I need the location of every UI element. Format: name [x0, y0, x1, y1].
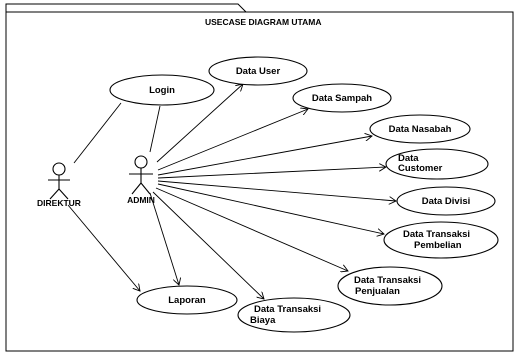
actor-label: ADMIN [127, 195, 155, 205]
use-case-label: Data Nasabah [389, 124, 452, 135]
association-admin-login [149, 105, 161, 153]
use-case-label: Data [398, 153, 419, 164]
use-case-label: Penjualan [355, 286, 400, 297]
use-case-data-transaksi-biaya[interactable]: Data Transaksi Biaya [237, 297, 351, 333]
use-case-login[interactable]: Login [109, 74, 215, 106]
diagram-title: USECASE DIAGRAM UTAMA [205, 17, 321, 27]
association-admin-data-divisi [157, 180, 396, 201]
use-case-data-transaksi-penjualan[interactable]: Data Transaksi Penjualan [337, 266, 443, 306]
use-case-data-transaksi-pembelian[interactable]: Data Transaksi Pembelian [383, 221, 499, 259]
use-case-label: Laporan [168, 295, 206, 306]
actor-admin[interactable]: ADMIN [127, 155, 155, 205]
use-case-data-customer[interactable]: Data Customer [385, 148, 489, 180]
association-admin-data-nasabah [157, 136, 372, 176]
use-case-laporan[interactable]: Laporan [136, 285, 238, 315]
association-admin-laporan [149, 192, 179, 285]
use-case-label: Pembelian [414, 240, 462, 251]
use-case-label: Data User [236, 66, 281, 77]
use-case-label: Data Transaksi [403, 229, 470, 240]
use-case-data-divisi[interactable]: Data Divisi [396, 186, 496, 216]
association-admin-data-transaksi-penjualan [155, 187, 348, 271]
association-admin-data-sampah [157, 109, 308, 171]
use-case-label: Data Transaksi [354, 275, 421, 286]
use-case-label: Biaya [250, 315, 276, 326]
association-admin-data-customer [157, 167, 386, 179]
use-case-label: Data Divisi [422, 196, 471, 207]
association-direktur-laporan [67, 204, 140, 291]
use-case-data-user[interactable]: Data User [208, 56, 308, 86]
association-admin-data-transaksi-pembelian [157, 183, 384, 234]
use-case-label: Data Sampah [312, 93, 372, 104]
diagram-frame [5, 3, 514, 352]
use-case-data-nasabah[interactable]: Data Nasabah [369, 114, 471, 144]
use-case-label: Login [149, 85, 175, 96]
actor-direktur[interactable]: DIREKTUR [37, 162, 81, 208]
association-admin-data-transaksi-biaya [152, 191, 264, 299]
use-case-label: Data Transaksi [254, 304, 321, 315]
stick-figure-icon [48, 162, 70, 200]
associations [67, 84, 396, 299]
association-admin-data-user [156, 84, 243, 163]
stick-figure-icon [129, 155, 153, 195]
actor-label: DIREKTUR [37, 198, 81, 208]
association-direktur-login [73, 102, 122, 164]
use-case-label: Customer [398, 163, 443, 174]
use-case-data-sampah[interactable]: Data Sampah [292, 83, 392, 113]
